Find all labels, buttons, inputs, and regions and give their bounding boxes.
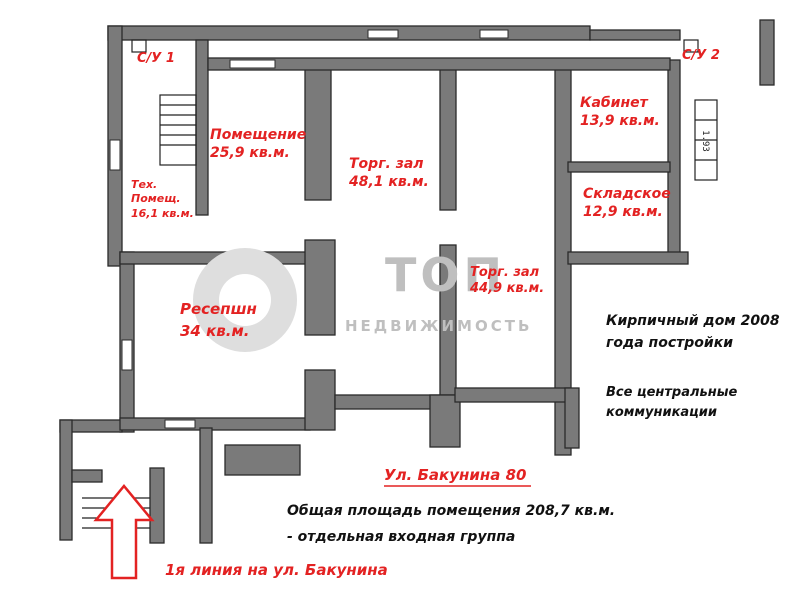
note-first-line: 1я линия на ул. Бакунина	[165, 561, 388, 579]
wall-bottom-pillar	[429, 394, 461, 448]
label-reception-area: 34 кв.м.	[180, 321, 250, 340]
wall-bottom-left	[119, 417, 311, 431]
note-utilities: Все центральные коммуникации	[606, 383, 737, 422]
column-2	[439, 64, 457, 211]
label-storage-name: Складское	[583, 186, 671, 202]
note-area: Общая площадь помещения 208,7 кв.м.	[287, 503, 616, 519]
wall-entrance-block	[224, 444, 301, 476]
label-wc-1: С/У 1	[137, 51, 175, 66]
note-building-line2: года постройки	[606, 334, 734, 351]
window-4	[109, 139, 121, 171]
window-2	[479, 29, 509, 39]
walls	[59, 19, 775, 544]
wall-far-right	[759, 19, 775, 86]
watermark-logo-inner	[219, 274, 271, 326]
note-utilities-line1: Все центральные	[606, 385, 738, 400]
toilet-2-icon	[683, 39, 699, 53]
label-office: Кабинет 13,9 кв.м.	[580, 95, 660, 130]
note-entrance: - отдельная входная группа	[287, 529, 516, 545]
wall-bottom-right-stub	[564, 387, 580, 449]
label-room-area: 25,9 кв.м.	[210, 144, 290, 161]
label-room: Помещение 25,9 кв.м.	[210, 127, 306, 162]
label-reception: Ресепшн 34 кв.м.	[180, 299, 257, 343]
wall-storage-bottom	[567, 251, 689, 265]
label-tech-line2: Помещ.	[131, 192, 181, 206]
label-hall-2: Торг. зал 44,9 кв.м.	[470, 265, 544, 298]
label-hall-2-area: 44,9 кв.м.	[470, 281, 545, 297]
label-storage: Складское 12,9 кв.м.	[583, 186, 671, 221]
label-hall-2-name: Торг. зал	[470, 265, 540, 280]
wall-bottom-right	[454, 387, 572, 403]
note-building: Кирпичный дом 2008 года постройки	[606, 311, 780, 354]
entrance-arrow-icon	[93, 484, 155, 580]
window-3	[229, 59, 276, 69]
watermark-subtitle: НЕДВИЖИМОСТЬ	[345, 317, 533, 335]
label-storage-area: 12,9 кв.м.	[583, 203, 663, 220]
label-office-area: 13,9 кв.м.	[580, 112, 660, 129]
wall-entrance-right	[199, 427, 213, 544]
column-1	[304, 64, 332, 201]
label-tech: Тех. Помещ. 16,1 кв.м.	[131, 178, 194, 221]
wall-top	[107, 25, 591, 41]
watermark-title: ТОП	[385, 248, 506, 302]
wall-tech-right	[195, 39, 209, 216]
column-3	[304, 239, 336, 336]
note-utilities-line2: коммуникации	[606, 404, 718, 420]
label-room-name: Помещение	[210, 127, 307, 143]
label-tech-line1: Тех.	[131, 178, 158, 191]
label-hall-1-area: 48,1 кв.м.	[349, 173, 429, 190]
wall-stair-top	[71, 469, 103, 483]
wall-row-1	[207, 57, 671, 71]
window-6	[164, 419, 196, 429]
wall-stair-right	[149, 467, 165, 544]
wall-bottom-column	[304, 369, 336, 431]
label-hall-1-name: Торг. зал	[349, 156, 424, 172]
note-building-line1: Кирпичный дом 2008	[606, 313, 780, 329]
wall-office-right	[667, 59, 681, 256]
windows	[109, 29, 509, 429]
stair-dimension: 1.93	[699, 130, 710, 152]
label-wc-2: С/У 2	[682, 48, 720, 63]
wall-office-bottom	[567, 161, 671, 173]
inner-stair	[159, 94, 197, 166]
window-1	[367, 29, 399, 39]
label-tech-area: 16,1 кв.м.	[131, 206, 194, 220]
wall-top-right	[589, 29, 681, 41]
wall-porch-left	[59, 419, 73, 541]
label-reception-name: Ресепшн	[180, 300, 257, 318]
label-office-name: Кабинет	[580, 95, 648, 111]
window-5	[121, 339, 133, 371]
label-hall-1: Торг. зал 48,1 кв.м.	[349, 156, 429, 191]
toilet-1-icon	[131, 39, 147, 53]
note-address: Ул. Бакунина 80	[384, 466, 527, 484]
